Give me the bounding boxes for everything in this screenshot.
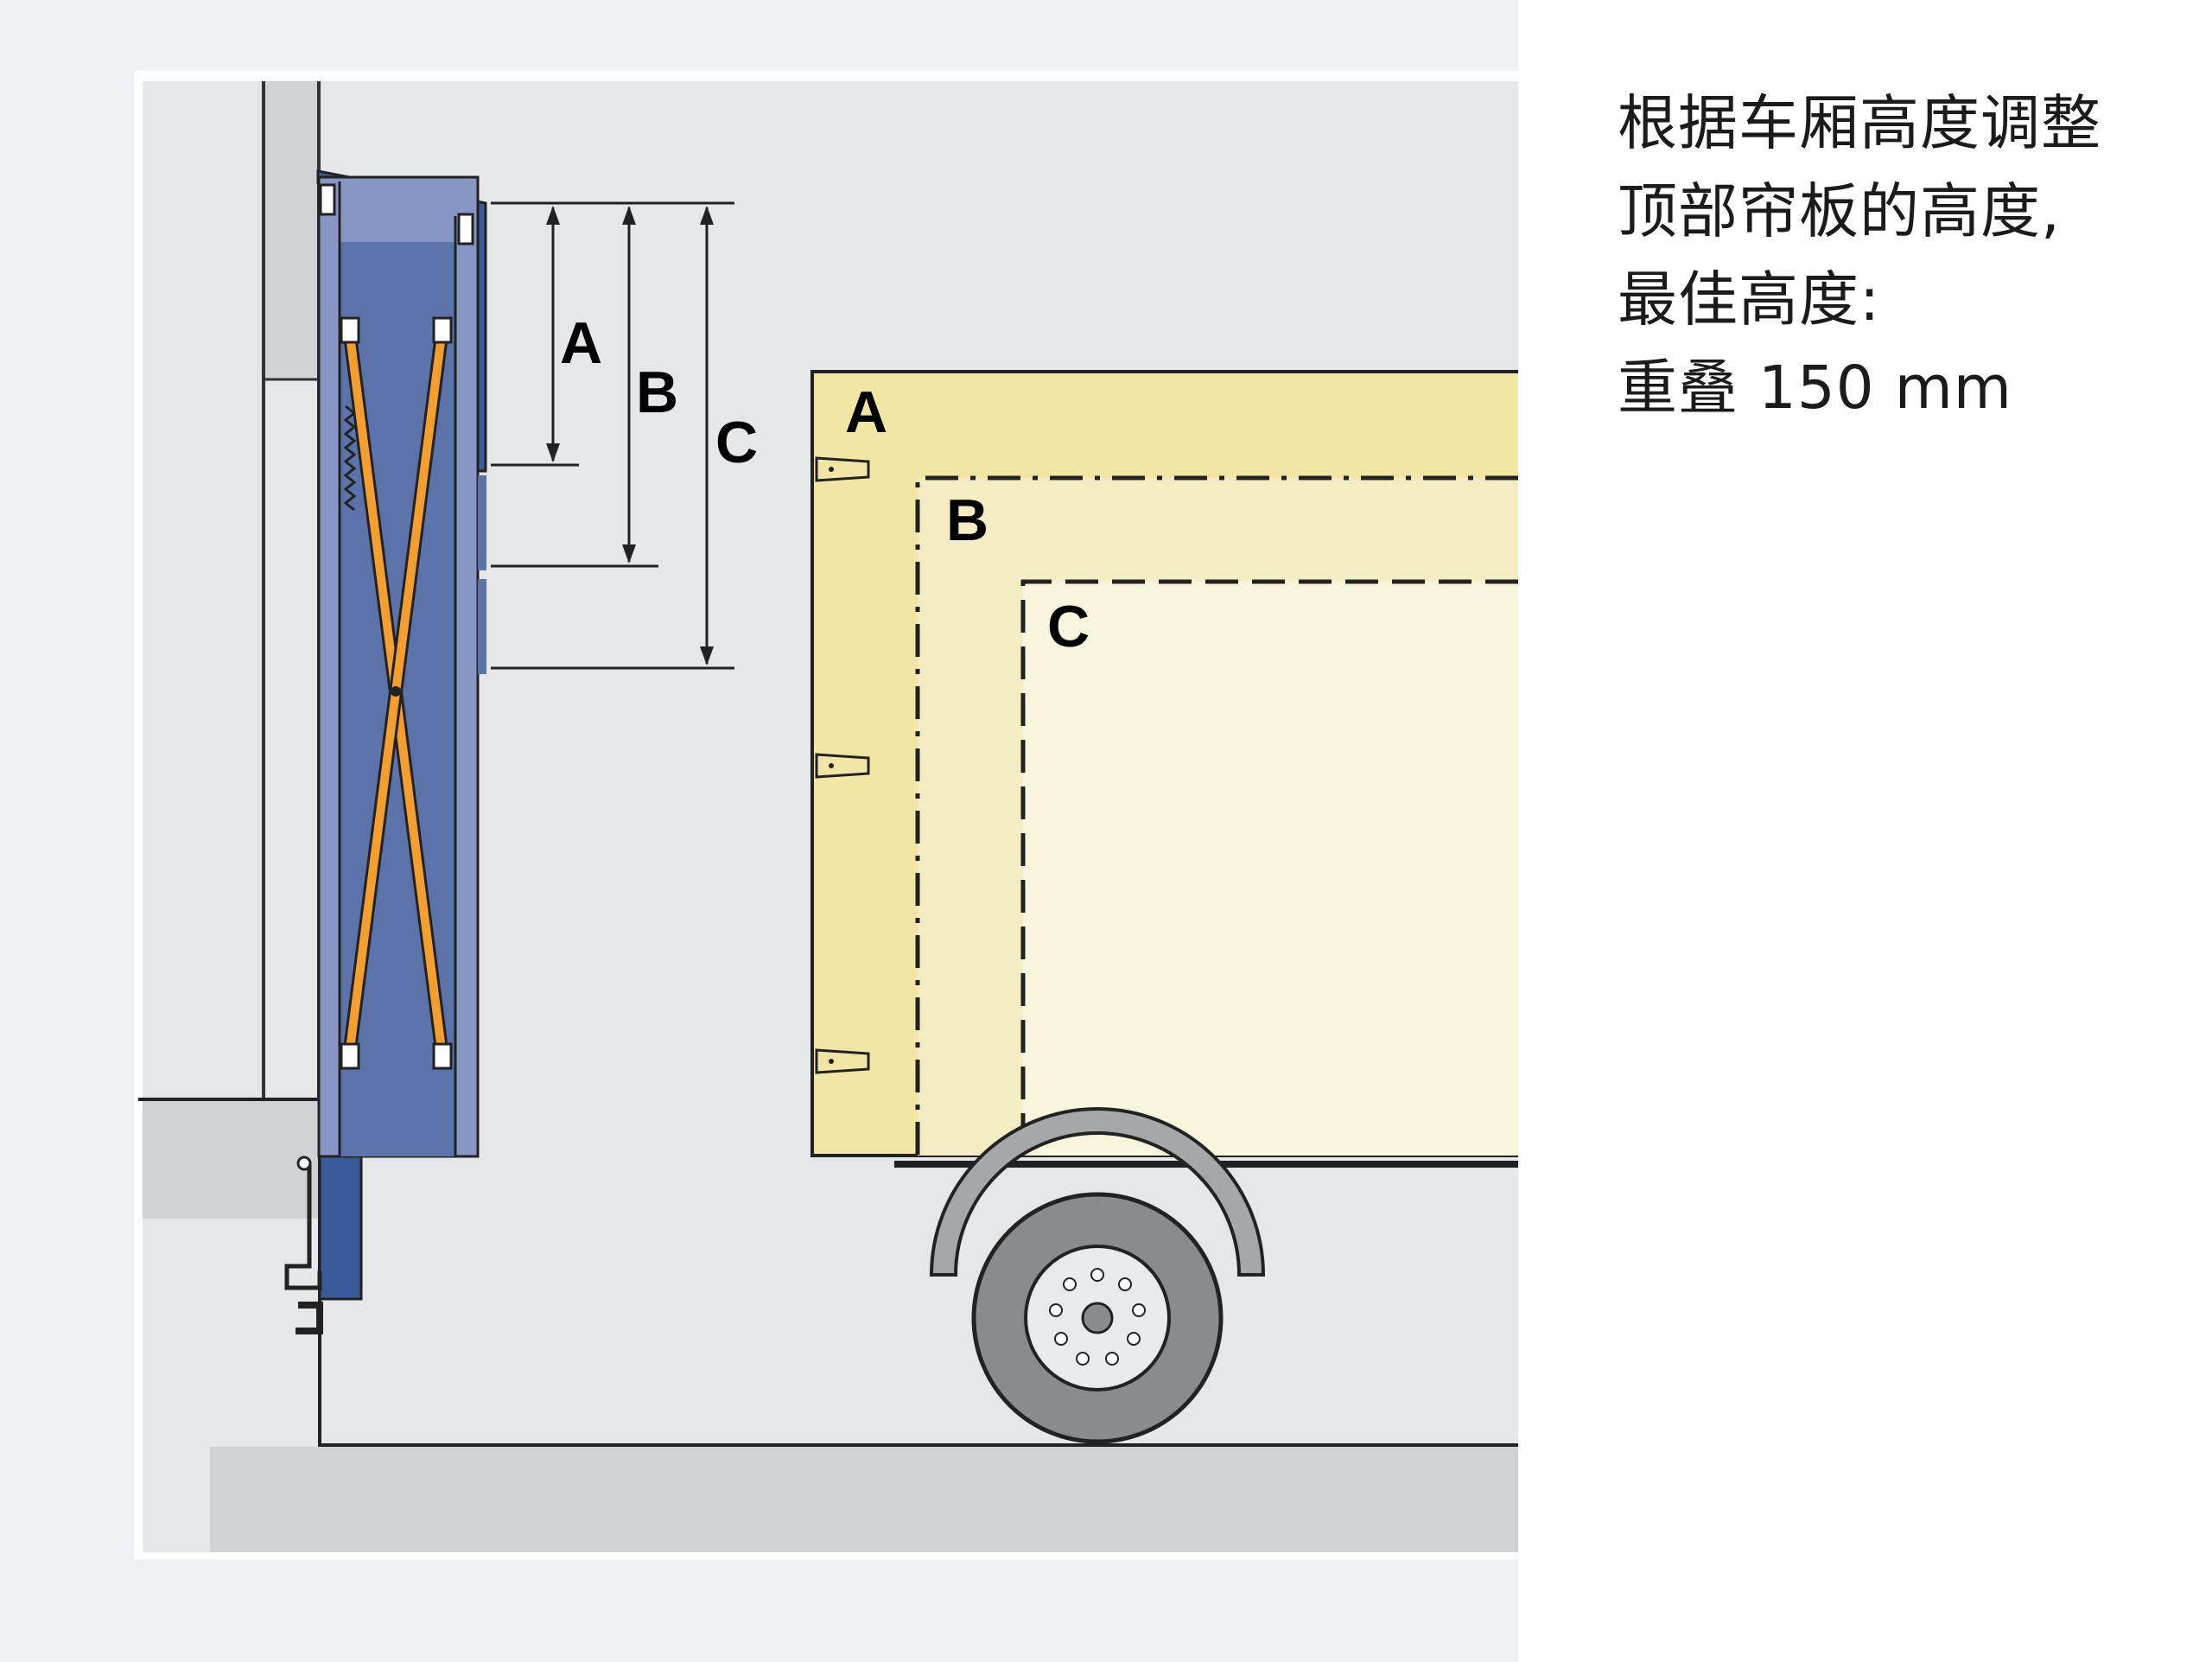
scissor-pivot [391,686,401,697]
dimension-b-arrow [622,206,636,564]
dimension-a-arrow [546,206,560,462]
caption-line-2: 顶部帘板的高度, [1618,177,2061,246]
truck-height-b-outline [915,475,1518,1156]
diagram-panel: A B C A B C [0,0,1518,1662]
tarp-hook-3 [815,1048,870,1074]
dimension-label-b: B [636,360,678,425]
leveler-pin [296,1156,312,1171]
dimension-label-c: C [715,410,758,475]
caption-line-1: 根据车厢高度调整 [1618,89,2101,158]
truck-body-c [1023,582,1518,1156]
top-bracket-left [319,183,336,216]
truck-wheel [971,1192,1224,1444]
truck-label-a: A [845,379,887,445]
dock-leveler [318,1155,363,1301]
arm-mount-br [432,1042,453,1070]
truck-label-b: B [946,487,988,553]
arm-mount-tl [340,316,360,344]
dimension-label-a: A [560,310,602,376]
top-bracket-right [457,213,474,245]
arm-mount-tr [432,316,453,344]
shelter-flap-2 [478,579,486,674]
ground [210,1447,1518,1552]
dimension-c-arrow [700,206,714,665]
shelter-flap-1 [478,475,486,570]
dock-shelter-diagram: A B C A B C [134,71,1518,1559]
building-column [264,81,319,379]
wheel-mudguard [929,1107,1266,1277]
leveler-bracket [284,1162,322,1290]
truck-label-c: C [1047,594,1090,659]
tarp-hook-1 [815,456,870,482]
dock-platform [143,1099,320,1219]
caption-line-3: 最佳高度: [1618,265,1881,334]
tarp-hook-2 [815,753,870,779]
truck-height-c-outline [1020,579,1518,1156]
leveler-foot [296,1302,323,1334]
arm-mount-bl [340,1042,360,1070]
caption-line-4: 重叠 150 mm [1618,353,2012,423]
height-adjustment-caption: 根据车厢高度调整 顶部帘板的高度, 最佳高度: 重叠 150 mm [1618,80,2171,432]
tension-spring [343,404,357,512]
